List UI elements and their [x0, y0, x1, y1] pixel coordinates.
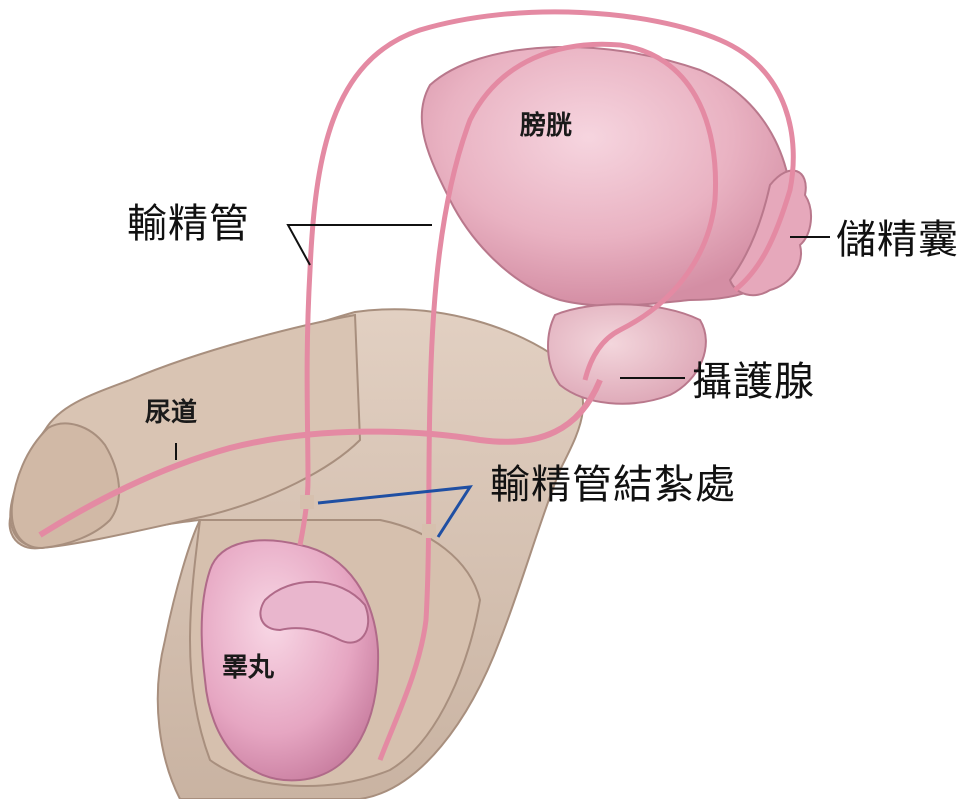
prostate — [548, 304, 706, 403]
label-vas-deferens: 輸精管 — [127, 204, 250, 244]
vasectomy-gap-left — [300, 495, 314, 509]
label-urethra: 尿道 — [145, 400, 197, 426]
vasectomy-gap-right — [422, 524, 436, 538]
label-seminal-vesicle: 儲精囊 — [836, 220, 959, 260]
bladder — [422, 47, 792, 306]
label-vasectomy-site: 輸精管結紮處 — [490, 465, 736, 505]
label-bladder: 膀胱 — [520, 113, 572, 139]
label-testis: 睪丸 — [222, 655, 274, 681]
label-prostate: 攝護腺 — [692, 362, 815, 402]
